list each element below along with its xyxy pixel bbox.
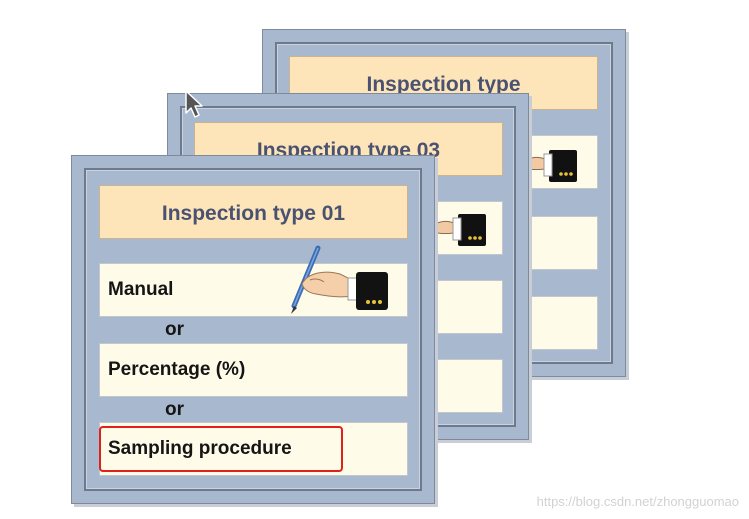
mouse-pointer-icon: [185, 90, 203, 118]
option-label: Percentage (%): [108, 359, 246, 380]
hand-holding-pen-icon: [521, 150, 577, 182]
or-separator: or: [165, 319, 184, 340]
watermark-text: https://blog.csdn.net/zhongguomao: [536, 494, 739, 509]
option-label: Manual: [108, 279, 174, 300]
option-percentage: Percentage (%): [99, 343, 408, 397]
selection-highlight: [99, 426, 343, 472]
option-label: Sampling procedure: [108, 438, 292, 459]
or-separator: or: [165, 399, 184, 420]
inspection-card-front: Inspection type 01 Manual or Percentage …: [71, 155, 435, 504]
option-sampling-procedure: Sampling procedure: [99, 422, 408, 476]
card-title: Inspection type 01: [99, 185, 408, 239]
hand-holding-pen-icon: [291, 245, 388, 314]
card-frame: [84, 168, 422, 491]
hand-holding-pen-icon: [430, 214, 486, 246]
